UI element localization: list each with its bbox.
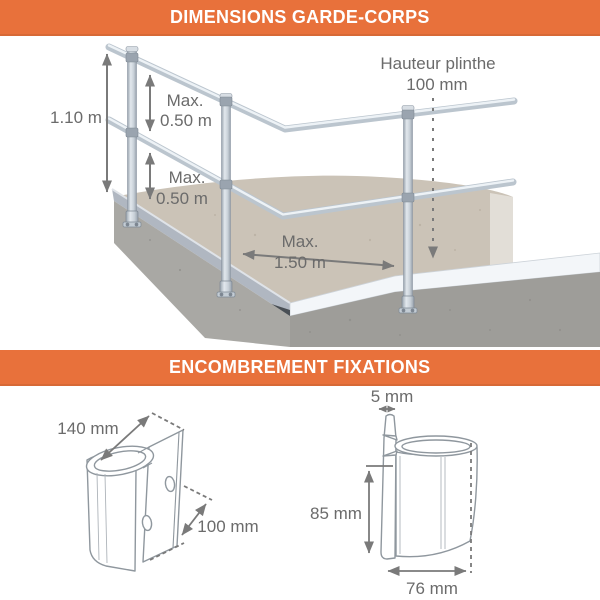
bracket-isometric-drawing: 140 mm 100 mm (57, 412, 259, 572)
dimension-side-width: 76 mm (387, 443, 472, 598)
concrete-speckles-face (149, 239, 562, 336)
label-gap-top-max: Max. (167, 91, 204, 110)
slab-right-face (290, 272, 600, 347)
dimension-plate-thickness: 5 mm (371, 387, 414, 413)
plinth-left-band (112, 189, 290, 316)
platform (111, 175, 600, 347)
guardrail-rails (105, 43, 518, 220)
bracket-plate-hole-bottom (141, 514, 153, 532)
dimension-gap-top: Max. 0.50 m (145, 74, 212, 132)
guardrail-posts (125, 46, 415, 313)
label-side-width: 76 mm (406, 579, 458, 598)
rail-clamps (125, 52, 415, 203)
label-side-height: 85 mm (310, 504, 362, 523)
section-banner-fixations: ENCOMBREMENT FIXATIONS (0, 350, 600, 386)
post-foot-brackets (122, 210, 418, 314)
post-corner (221, 95, 231, 295)
post-right (403, 107, 413, 313)
section-title-dimensions: DIMENSIONS GARDE-CORPS (170, 6, 430, 27)
label-plate-thickness: 5 mm (371, 387, 414, 406)
label-gap-bottom-value: 0.50 m (156, 189, 208, 208)
top-rail (105, 43, 518, 133)
label-bracket-depth: 140 mm (57, 419, 118, 438)
dimension-post-spacing: Max. 1.50 m (242, 232, 395, 272)
label-total-height: 1.10 m (50, 108, 102, 127)
bracket-side-drawing: 5 mm 85 mm 76 mm (310, 387, 478, 598)
bracket-side-plate (380, 413, 397, 560)
label-spacing-max: Max. (282, 232, 319, 251)
dimension-side-height: 85 mm (310, 465, 393, 554)
label-plinth-value: 100 mm (406, 75, 467, 94)
slab-left-face (114, 201, 290, 347)
middle-rail (105, 116, 517, 220)
dimension-bracket-height: 100 mm (149, 485, 259, 561)
label-plinth-title: Hauteur plinthe (380, 54, 495, 73)
bracket-side-body (395, 446, 478, 558)
fixations-illustration: 140 mm 100 mm 5 mm 85 (57, 387, 478, 598)
label-spacing-value: 1.50 m (274, 253, 326, 272)
label-bracket-height: 100 mm (197, 517, 258, 536)
dimension-total-height: 1.10 m (50, 53, 112, 193)
label-gap-top-value: 0.50 m (160, 111, 212, 130)
dimension-bracket-depth: 140 mm (57, 412, 185, 461)
guardrail-illustration: 1.10 m Max. 0.50 m Max. 0.50 m Hauteur p… (50, 43, 600, 347)
dimension-plinth-height: Hauteur plinthe 100 mm (380, 54, 496, 259)
label-gap-bottom-max: Max. (169, 168, 206, 187)
platform-top-surface (118, 175, 513, 303)
section-title-fixations: ENCOMBREMENT FIXATIONS (169, 356, 431, 377)
bracket-plate-hole-top (164, 475, 176, 493)
dimension-gap-bottom: Max. 0.50 m (145, 152, 208, 208)
section-banner-dimensions: DIMENSIONS GARDE-CORPS (0, 0, 600, 36)
